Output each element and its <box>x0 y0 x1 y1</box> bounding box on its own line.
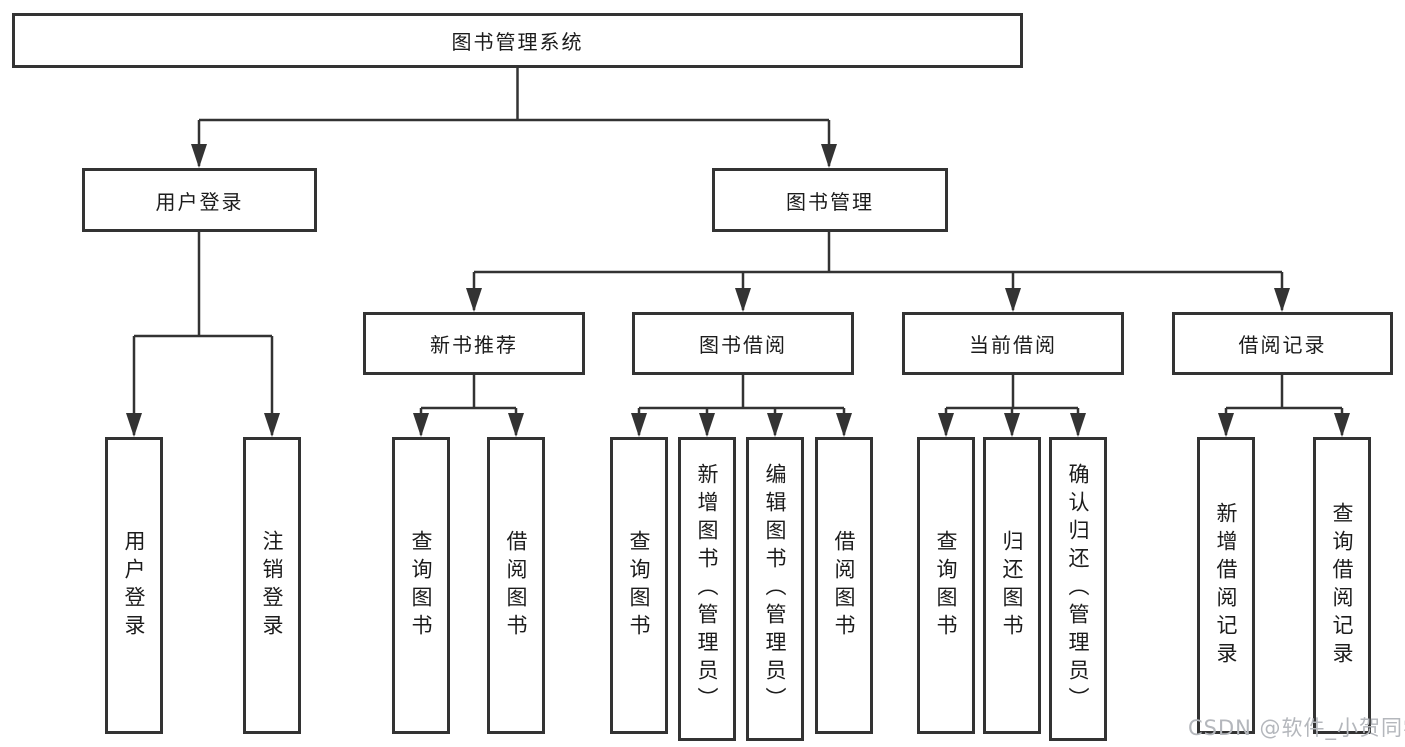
node-system: 图书管理系统 <box>12 13 1023 68</box>
watermark: CSDN @软件_小贺同学 <box>1188 716 1405 740</box>
leaf-current-confirm-return-admin: 确认归还（管理员） <box>1049 437 1107 741</box>
arrow-down-icon <box>767 413 783 437</box>
leaf-borrow-edit-books-admin: 编辑图书（管理员） <box>746 437 804 741</box>
arrow-down-icon <box>836 413 852 437</box>
node-book-borrow: 图书借阅 <box>632 312 854 375</box>
arrow-down-icon <box>938 413 954 437</box>
leaf-current-return-books: 归还图书 <box>983 437 1041 734</box>
leaf-recommend-borrow-books: 借阅图书 <box>487 437 545 734</box>
leaf-user-login: 用户登录 <box>105 437 163 734</box>
arrow-down-icon <box>1218 413 1234 437</box>
node-current-borrow: 当前借阅 <box>902 312 1124 375</box>
leaf-borrow-query-books: 查询图书 <box>610 437 668 734</box>
node-borrow-records: 借阅记录 <box>1172 312 1393 375</box>
arrow-down-icon <box>466 288 482 312</box>
arrow-down-icon <box>264 413 280 437</box>
arrow-down-icon <box>1004 413 1020 437</box>
leaf-borrow-add-books-admin: 新增图书（管理员） <box>678 437 736 741</box>
arrow-down-icon <box>699 413 715 437</box>
arrow-down-icon <box>1070 413 1086 437</box>
arrowheads <box>126 144 1350 437</box>
leaf-records-query-record: 查询借阅记录 <box>1313 437 1371 734</box>
node-new-book-recommend: 新书推荐 <box>363 312 585 375</box>
arrow-down-icon <box>413 413 429 437</box>
arrow-down-icon <box>1334 413 1350 437</box>
arrow-down-icon <box>508 413 524 437</box>
leaf-current-query-books: 查询图书 <box>917 437 975 734</box>
connector-lines <box>132 68 1344 435</box>
arrow-down-icon <box>1005 288 1021 312</box>
leaf-records-add-record: 新增借阅记录 <box>1197 437 1255 734</box>
arrow-down-icon <box>631 413 647 437</box>
arrow-down-icon <box>191 144 207 168</box>
leaf-logout: 注销登录 <box>243 437 301 734</box>
node-book-management: 图书管理 <box>712 168 948 232</box>
leaf-recommend-query-books: 查询图书 <box>392 437 450 734</box>
arrow-down-icon <box>126 413 142 437</box>
leaf-borrow-borrow-books: 借阅图书 <box>815 437 873 734</box>
arrow-down-icon <box>735 288 751 312</box>
node-user-login: 用户登录 <box>82 168 317 232</box>
arrow-down-icon <box>821 144 837 168</box>
arrow-down-icon <box>1274 288 1290 312</box>
